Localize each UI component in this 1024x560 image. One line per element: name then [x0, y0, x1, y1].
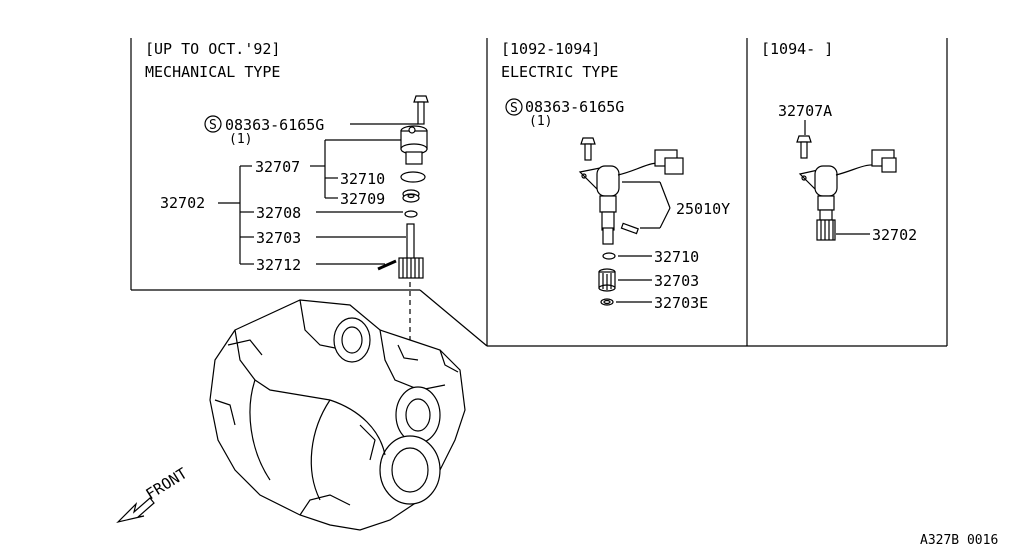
mechanical-header-type: MECHANICAL TYPE — [145, 63, 280, 81]
electric-gear-icon — [598, 268, 616, 292]
mechanical-panel: [UP TO OCT.'92] MECHANICAL TYPE S 08363-… — [145, 40, 429, 345]
vehicle-speed-sensor-icon — [578, 149, 684, 245]
part-32703-mech: 32703 — [256, 229, 301, 247]
transmission-case-illustration — [209, 299, 466, 531]
late-bolt-icon — [796, 135, 812, 159]
front-arrow-icon — [116, 497, 155, 524]
part-32703E: 32703E — [654, 294, 708, 312]
electric-bolt-qty: (1) — [529, 114, 552, 129]
diagram-code: A327B 0016 — [920, 533, 998, 548]
electric-header-type: ELECTRIC TYPE — [501, 63, 618, 81]
panel-frame — [130, 38, 948, 347]
o-ring-icon — [400, 171, 426, 183]
pin-icon — [377, 259, 397, 271]
part-32702-late: 32702 — [872, 226, 917, 244]
s-mark-circle-electric — [505, 98, 523, 116]
electric-bolt-code: 08363-6165G — [525, 98, 624, 116]
snap-ring-icon — [600, 298, 614, 306]
mechanical-header-date: [UP TO OCT.'92] — [145, 40, 280, 58]
s-mark-circle — [204, 115, 222, 133]
part-32703-electric: 32703 — [654, 272, 699, 290]
part-32710-mech: 32710 — [340, 170, 385, 188]
driven-gear-icon — [398, 223, 424, 279]
bolt-icon — [413, 95, 429, 125]
s-mark-electric: S — [510, 101, 518, 116]
front-label: FRONT — [143, 464, 191, 503]
electric-header-date: [1092-1094] — [501, 40, 600, 58]
part-32702-mech: 32702 — [160, 194, 205, 212]
part-32708: 32708 — [256, 204, 301, 222]
late-header-date: [1094- ] — [761, 40, 833, 58]
electric-panel: [1092-1094] ELECTRIC TYPE S 08363-6165G … — [501, 40, 730, 312]
electric-bolt-icon — [580, 137, 596, 161]
part-32710-electric: 32710 — [654, 248, 699, 266]
mechanical-bolt-qty: (1) — [229, 132, 252, 147]
electric-o-ring-icon — [602, 252, 616, 260]
washer-icon — [404, 210, 418, 218]
part-32712: 32712 — [256, 256, 301, 274]
part-32707: 32707 — [255, 158, 300, 176]
electric-pin-icon — [620, 222, 639, 235]
late-speed-sensor-icon — [798, 149, 897, 241]
s-mark: S — [209, 118, 217, 133]
mechanical-bolt-code: 08363-6165G — [225, 116, 324, 134]
speedometer-sensor-housing-icon — [400, 125, 428, 165]
part-32709: 32709 — [340, 190, 385, 208]
oil-seal-icon — [402, 189, 420, 203]
part-32707A: 32707A — [778, 102, 832, 120]
part-25010Y: 25010Y — [676, 200, 730, 218]
late-panel: [1094- ] 32707A 32702 — [761, 40, 917, 244]
